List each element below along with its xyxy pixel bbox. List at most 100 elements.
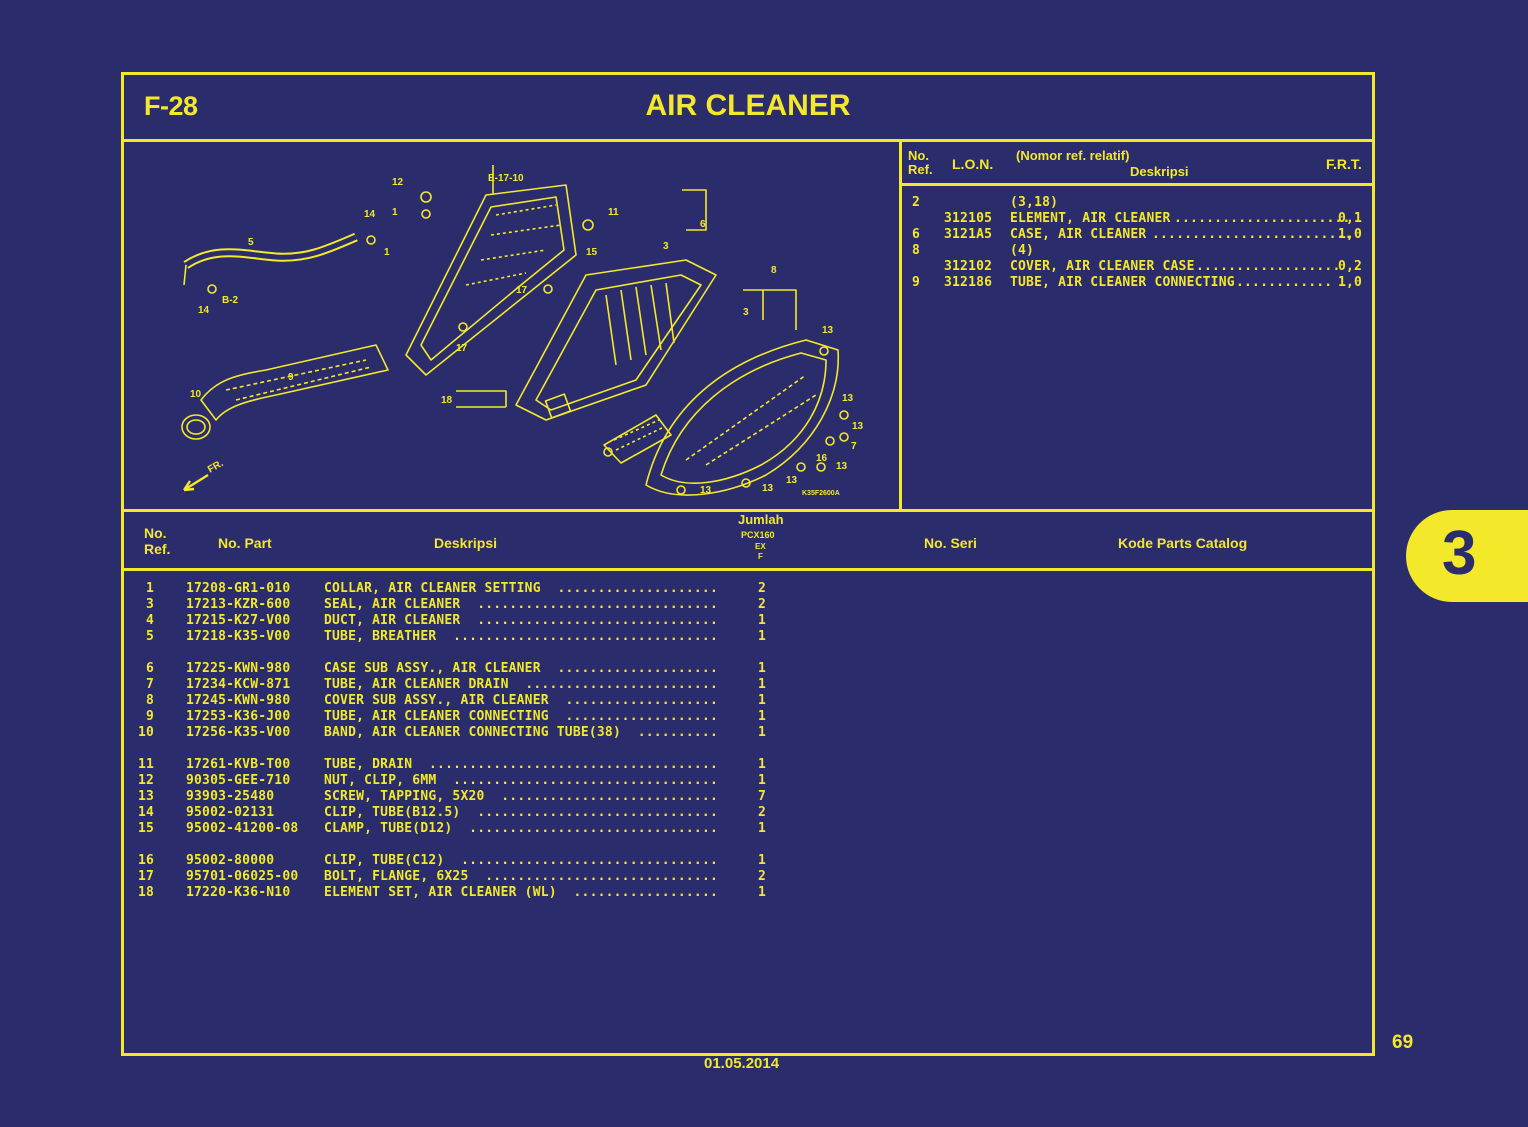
svg-text:5: 5 <box>248 237 254 248</box>
svg-text:B-2: B-2 <box>222 295 239 306</box>
svg-text:13: 13 <box>700 485 712 496</box>
part-description: CLAMP, TUBE(D12) <box>324 821 453 836</box>
part-ref: 9 <box>145 709 154 724</box>
col-header-no-part: No. Part <box>218 535 272 551</box>
part-number: 17208-GR1-010 <box>186 581 291 596</box>
frt-desc: (3,18) <box>1010 195 1059 210</box>
svg-text:18: 18 <box>441 395 453 406</box>
frt-lon: 312105 <box>944 211 993 226</box>
part-description: CLIP, TUBE(B12.5) <box>324 805 461 820</box>
frt-desc: COVER, AIR CLEANER CASE <box>1010 259 1195 274</box>
frt-header-nomor-ref: (Nomor ref. relatif) <box>1016 148 1130 163</box>
part-quantity: 2 <box>758 581 767 596</box>
frt-ref: 6 <box>912 227 921 242</box>
part-leader-dots: ................................ <box>461 853 718 868</box>
part-number: 17215-K27-V00 <box>186 613 291 628</box>
part-number: 95002-80000 <box>186 853 275 868</box>
svg-text:16: 16 <box>816 453 828 464</box>
frt-value: 0,2 <box>1338 259 1363 274</box>
col-header-no-ref: No.Ref. <box>144 525 171 557</box>
part-number: 17220-K36-N10 <box>186 885 291 900</box>
divider <box>902 183 1372 186</box>
part-ref: 12 <box>137 773 154 788</box>
part-quantity: 1 <box>758 853 767 868</box>
footer-date: 01.05.2014 <box>704 1055 780 1072</box>
frt-leader-dots: ...................... <box>1174 211 1351 226</box>
frt-desc: TUBE, AIR CLEANER CONNECTING <box>1010 275 1235 290</box>
part-number: 17256-K35-V00 <box>186 725 291 740</box>
svg-text:12: 12 <box>392 177 404 188</box>
part-number: 93903-25480 <box>186 789 275 804</box>
svg-text:17: 17 <box>516 285 528 296</box>
svg-text:3: 3 <box>663 241 669 252</box>
frt-value: 1,0 <box>1338 275 1363 290</box>
frt-leader-dots: ............ <box>1236 275 1333 290</box>
part-ref: 14 <box>137 805 154 820</box>
col-header-jumlah: Jumlah <box>738 512 784 527</box>
part-number: 90305-GEE-710 <box>186 773 291 788</box>
frt-header-lon: L.O.N. <box>952 156 994 172</box>
frt-desc: CASE, AIR CLEANER <box>1010 227 1147 242</box>
divider <box>124 568 1372 571</box>
col-header-model-sub: EX <box>755 542 766 551</box>
part-quantity: 1 <box>758 613 767 628</box>
frt-value: 0,1 <box>1338 211 1363 226</box>
part-number: 17213-KZR-600 <box>186 597 291 612</box>
part-ref: 17 <box>137 869 154 884</box>
frt-row: 312102 COVER, AIR CLEANER CASE .........… <box>906 259 1362 275</box>
svg-text:17: 17 <box>456 343 468 354</box>
part-ref: 15 <box>137 821 154 836</box>
frt-row: 2 (3,18) <box>906 195 1058 211</box>
divider <box>899 142 902 509</box>
svg-text:9: 9 <box>288 372 294 383</box>
part-description: TUBE, AIR CLEANER CONNECTING <box>324 709 549 724</box>
frt-lon: 3121A5 <box>944 227 993 242</box>
part-number: 17234-KCW-871 <box>186 677 291 692</box>
svg-text:13: 13 <box>836 461 848 472</box>
frt-ref: 2 <box>912 195 921 210</box>
frt-lon: 312102 <box>944 259 993 274</box>
section-tab[interactable]: 3 <box>1406 510 1528 602</box>
frt-header-frt: F.R.T. <box>1326 156 1362 172</box>
part-number: 17261-KVB-T00 <box>186 757 291 772</box>
svg-text:6: 6 <box>700 219 706 230</box>
part-quantity: 1 <box>758 821 767 836</box>
page-title: AIR CLEANER <box>645 89 851 122</box>
part-ref: 1 <box>145 581 154 596</box>
part-leader-dots: .............................. <box>477 805 718 820</box>
page-code: F-28 <box>144 91 198 121</box>
col-header-kode-parts-catalog: Kode Parts Catalog <box>1118 535 1248 551</box>
part-leader-dots: ................................. <box>453 629 718 644</box>
part-number: 17218-K35-V00 <box>186 629 291 644</box>
svg-text:K35F2600A: K35F2600A <box>802 490 840 497</box>
part-description: CASE SUB ASSY., AIR CLEANER <box>324 661 541 676</box>
svg-text:10: 10 <box>190 389 202 400</box>
part-leader-dots: ........................ <box>525 677 718 692</box>
part-description: BOLT, FLANGE, 6X25 <box>324 869 469 884</box>
svg-text:13: 13 <box>852 421 864 432</box>
part-description: NUT, CLIP, 6MM <box>324 773 437 788</box>
catalog-page-frame: F-28 AIR CLEANER <box>121 72 1375 1056</box>
part-quantity: 1 <box>758 757 767 772</box>
part-quantity: 1 <box>758 629 767 644</box>
svg-text:3: 3 <box>743 307 749 318</box>
frt-leader-dots: .................. <box>1196 259 1341 274</box>
svg-text:15: 15 <box>586 247 598 258</box>
frt-header-deskripsi: Deskripsi <box>1130 164 1189 179</box>
svg-text:14: 14 <box>198 305 210 316</box>
part-quantity: 1 <box>758 725 767 740</box>
frt-row: 8 (4) <box>906 243 1034 259</box>
part-leader-dots: ............................. <box>485 869 718 884</box>
svg-text:E-17-10: E-17-10 <box>488 173 524 184</box>
part-quantity: 1 <box>758 693 767 708</box>
